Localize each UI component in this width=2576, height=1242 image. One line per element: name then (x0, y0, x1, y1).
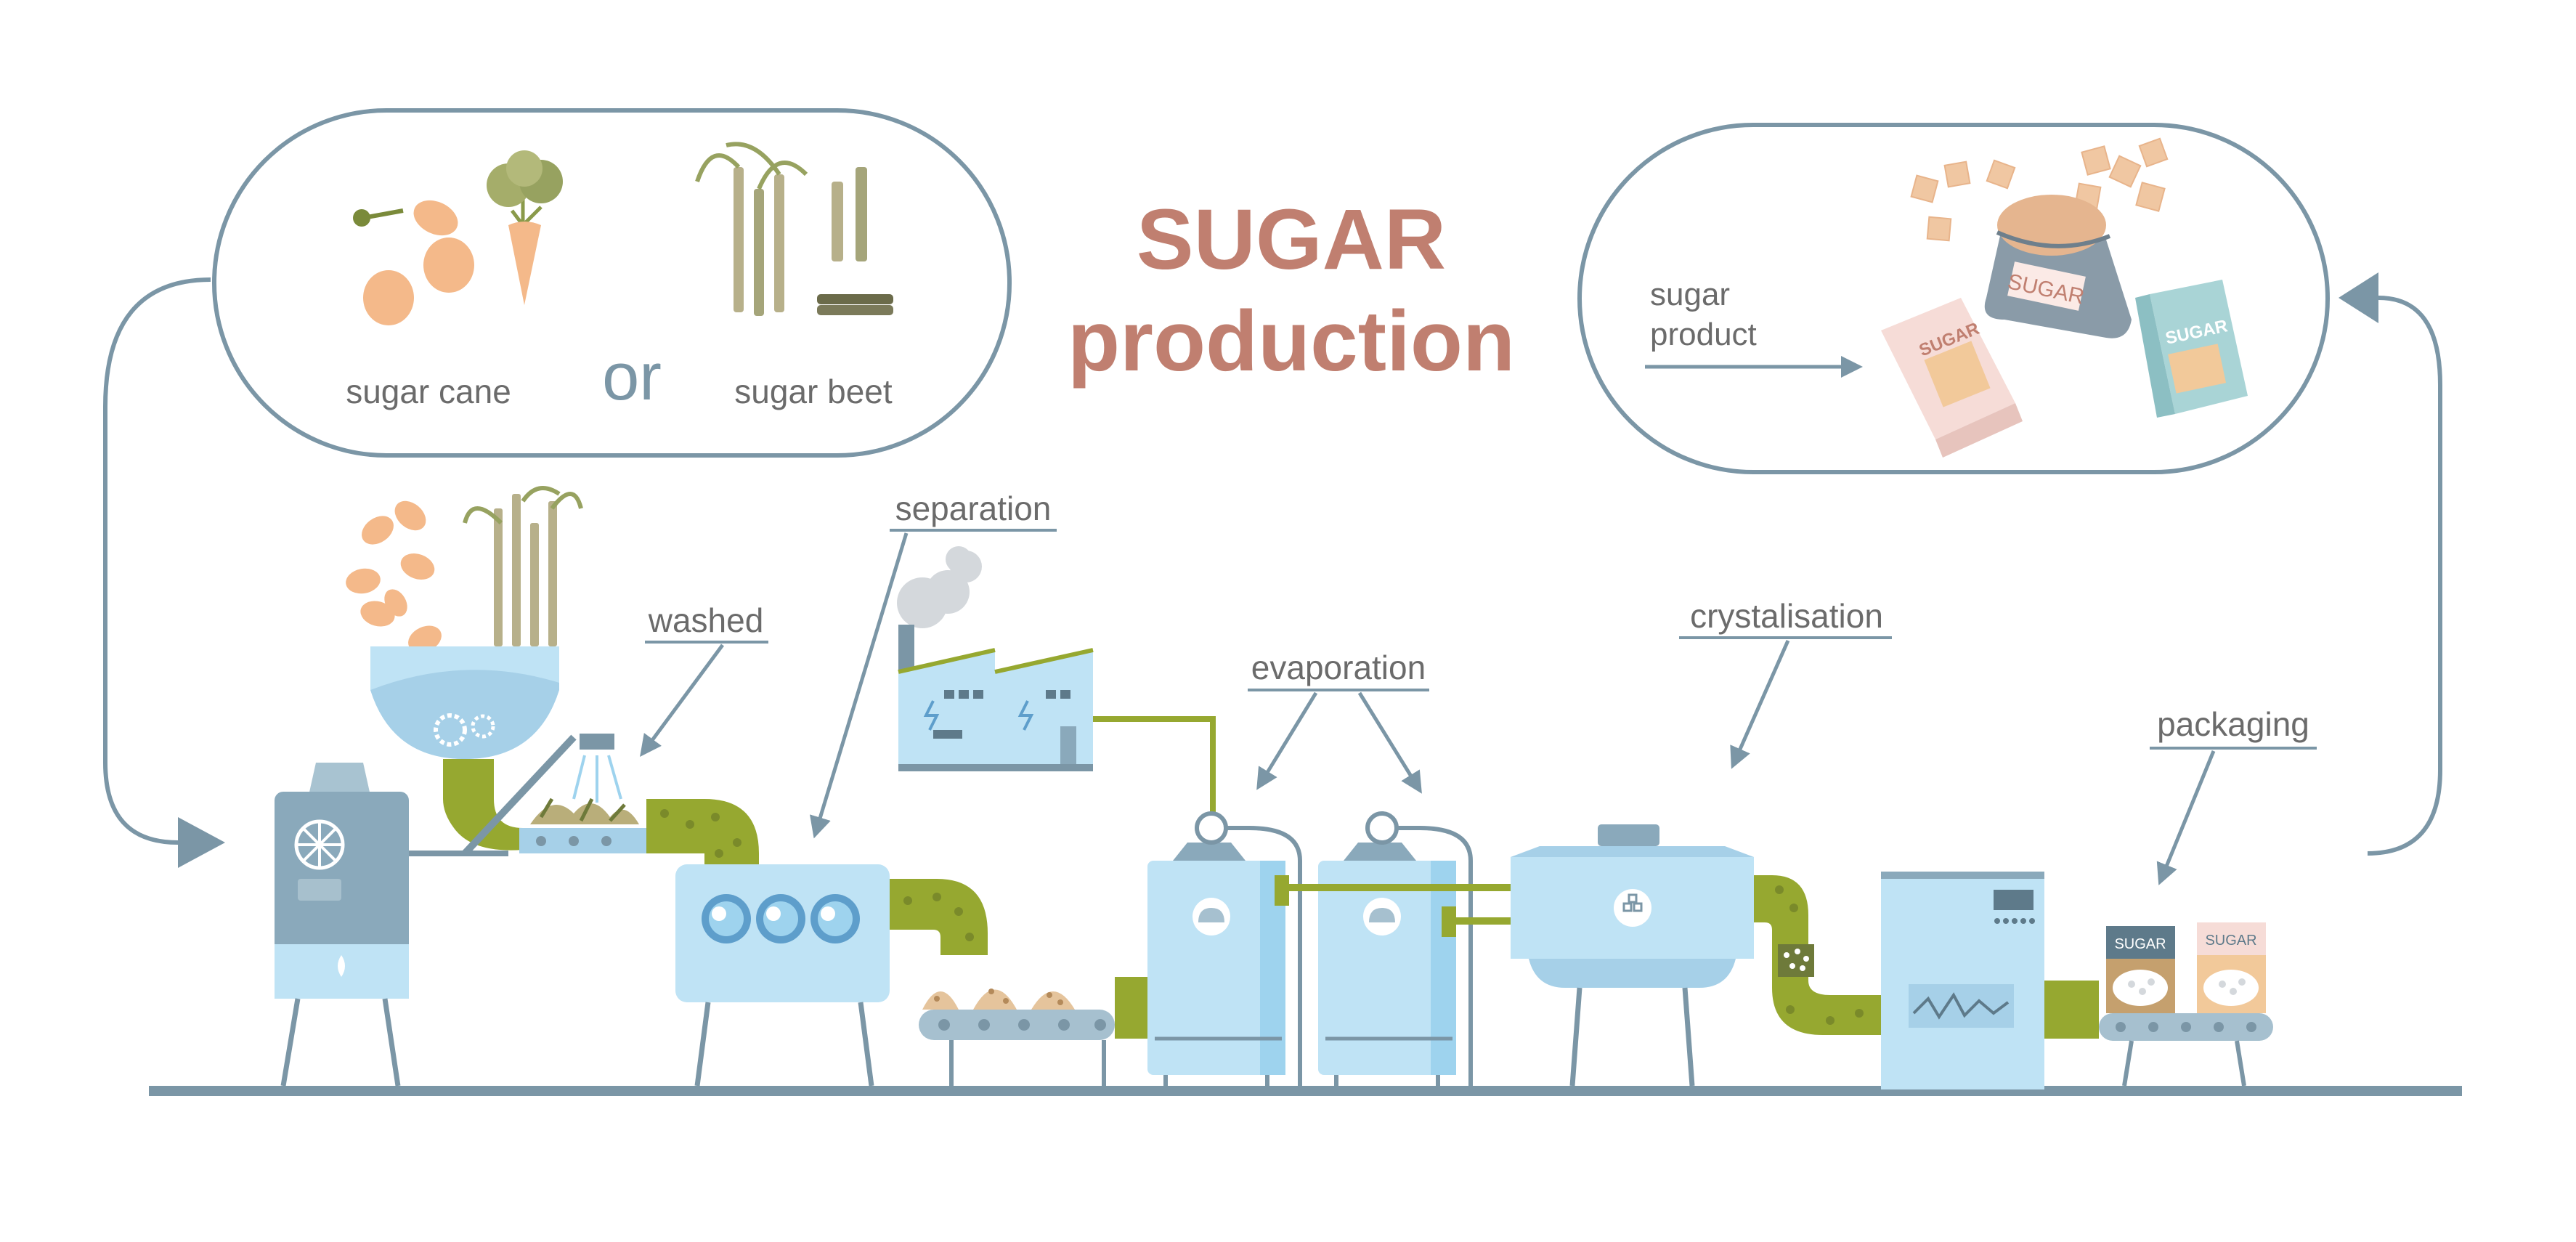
separator-icon (675, 864, 988, 1087)
arrow-evaporation-right (1357, 691, 1422, 794)
arrow-washed (640, 644, 725, 758)
pack-2-label: SUGAR (2205, 933, 2256, 949)
factory-icon (897, 546, 1216, 824)
floor-line (149, 1086, 2462, 1096)
product-panel (1577, 123, 2330, 474)
loop-arrowhead-left (178, 817, 225, 868)
arrow-packaging (2156, 750, 2216, 885)
boiler-icon (275, 763, 508, 1087)
product-label: sugar product (1650, 277, 1757, 352)
step-packaging: packaging (2157, 705, 2309, 743)
arrow-evaporation-left (1256, 691, 1318, 790)
sugar-pack-icon: SUGAR (2197, 922, 2266, 1013)
crystalliser-icon (1511, 824, 1881, 1087)
sugar-sack-icon: SUGAR (1984, 195, 2132, 338)
step-evaporation: evaporation (1251, 649, 1426, 686)
raw-right-label: sugar beet (734, 373, 893, 410)
loop-arrow-left (103, 277, 211, 845)
hopper-icon (346, 486, 583, 851)
step-washed: washed (648, 601, 764, 639)
packaging-machine-icon (1881, 872, 2273, 1089)
sugar-beet-icon (353, 150, 563, 325)
loop-arrow-right (2367, 296, 2442, 856)
sugar-pack-icon: SUGAR (2106, 926, 2175, 1013)
arrow-separation (809, 532, 909, 839)
sugar-cane-icon (695, 142, 893, 316)
sugar-box-icon: SUGAR (1881, 298, 2023, 458)
arrow-crystalisation (1730, 639, 1790, 769)
sugar-box-icon: SUGAR (2135, 280, 2248, 418)
title-line2: production (1068, 293, 1515, 389)
conveyor-icon (919, 977, 1147, 1086)
loop-arrowhead-right (2339, 272, 2378, 323)
raw-connector: or (602, 340, 662, 414)
evaporator-icon (1275, 811, 1514, 1086)
raw-left-label: sugar cane (346, 373, 511, 410)
title-line1: SUGAR (1137, 192, 1446, 288)
step-crystalisation: crystalisation (1690, 597, 1883, 635)
pack-1-label: SUGAR (2114, 936, 2166, 952)
step-separation: separation (895, 490, 1052, 527)
evaporator-icon (1147, 811, 1302, 1086)
raw-materials-panel (212, 108, 1012, 458)
washer-icon (462, 734, 759, 864)
